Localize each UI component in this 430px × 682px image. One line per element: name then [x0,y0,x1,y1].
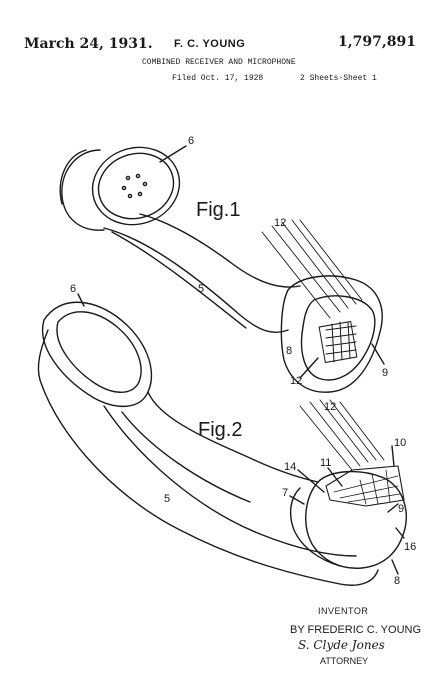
attorney-signature: S. Clyde Jones [298,638,385,652]
inventor-name: BY FREDERIC C. YOUNG [290,624,422,636]
patent-title: COMBINED RECEIVER AND MICROPHONE [142,58,296,67]
ref-8-lower: 8 [394,575,400,587]
ref-9-lower: 9 [398,503,404,515]
ref-12-grid: 12 [290,375,302,387]
ref-6-cup: 6 [70,283,76,295]
ref-12-rays: 12 [274,217,286,229]
ref-5-lower: 5 [164,493,170,505]
ref-16: 16 [404,541,416,553]
receiver-perforations [121,173,148,199]
ref-9-mouth: 9 [382,367,388,379]
patent-date: March 24, 1931. [24,36,153,52]
ref-14: 14 [284,461,296,473]
ref-6-receiver: 6 [188,135,194,147]
fig2-drawing [37,293,407,586]
ref-11: 11 [320,457,331,469]
ref-10: 10 [394,437,406,449]
fig2-caption: Fig.2 [198,419,242,441]
fig1-drawing [59,145,385,393]
inventor-header: F. C. YOUNG [174,38,246,50]
patent-number: 1,797,891 [338,34,416,50]
reference-numerals: 6 5 12 8 12 9 6 12 10 11 14 7 5 9 16 8 [70,135,416,587]
ref-7: 7 [282,487,288,499]
filed-date: Filed Oct. 17, 1928 [172,74,264,83]
sheet-count: 2 Sheets-Sheet 1 [300,74,377,83]
inventor-label: INVENTOR [318,606,369,616]
attorney-label: ATTORNEY [320,656,369,666]
ref-8-mouth: 8 [286,345,292,357]
ref-12-lower: 12 [324,401,336,413]
fig1-caption: Fig.1 [196,199,240,221]
microphone-grid [318,320,358,364]
ref-5-handle: 5 [198,283,204,295]
